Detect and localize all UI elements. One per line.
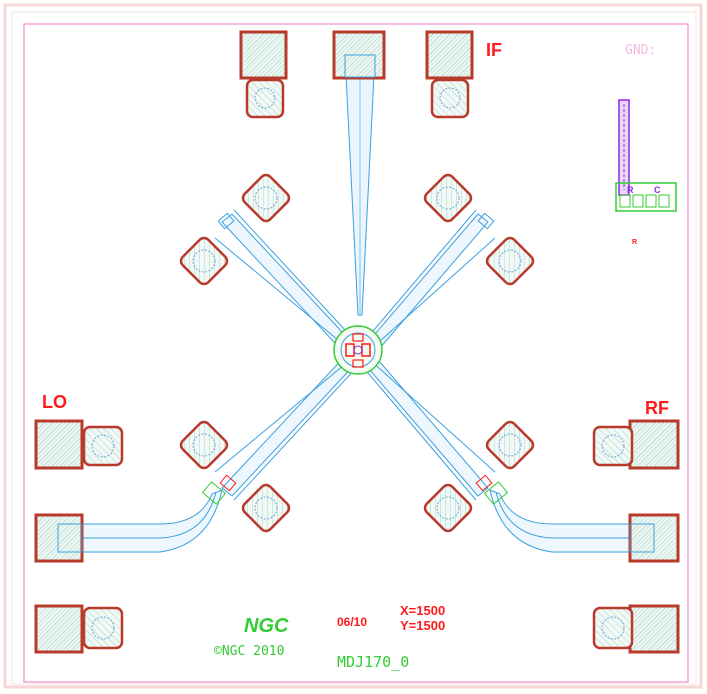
- via-circles-small: [91, 87, 625, 640]
- diamond-via-circles: [192, 186, 522, 520]
- pad-lo-bottom: [34, 604, 84, 654]
- diagonal-arm-lower-right: [361, 353, 496, 501]
- pad-if-center: [332, 30, 386, 80]
- port-label-rf: RF: [645, 398, 669, 418]
- date-code: 06/10: [337, 615, 367, 629]
- pad-if-left: [239, 30, 288, 80]
- diagonal-arm-upper-right: [361, 209, 496, 357]
- pad-if-right: [425, 30, 474, 80]
- bond-pads-small: [82, 78, 634, 650]
- port-label-if: IF: [486, 40, 502, 60]
- diagonal-arm-lower-left: [214, 353, 359, 501]
- die-edge: [11, 11, 697, 685]
- test-structure: R C: [615, 99, 677, 212]
- arm-junctions: [201, 212, 509, 505]
- legend-letter-a: R: [627, 185, 634, 195]
- trace-layer: [81, 54, 631, 553]
- bond-pads-large: [34, 30, 680, 654]
- x-dimension: X=1500: [400, 603, 445, 618]
- diagonal-arm-upper-left: [214, 209, 359, 357]
- legend-letter-b: C: [654, 185, 661, 195]
- copyright-mark: ©NGC 2010: [214, 644, 284, 659]
- ngc-logo: NGC: [244, 615, 289, 637]
- pad-rf-bottom: [628, 604, 680, 654]
- pad-lo-top: [34, 419, 84, 470]
- part-number: MDJ170_0: [337, 653, 409, 671]
- outer-die-frame: [3, 3, 703, 689]
- pad-rf-top: [628, 419, 680, 470]
- diode-ring-core: [333, 325, 383, 375]
- tiny-id: R: [632, 239, 637, 246]
- pad-lo-mid: [34, 513, 84, 563]
- diamond-vias: [179, 173, 535, 533]
- port-label-lo: LO: [42, 392, 67, 412]
- gnd-label: GND:: [625, 43, 656, 58]
- y-dimension: Y=1500: [400, 618, 445, 633]
- inner-die-frame: [23, 23, 689, 683]
- rf-curved-feed: [489, 489, 631, 553]
